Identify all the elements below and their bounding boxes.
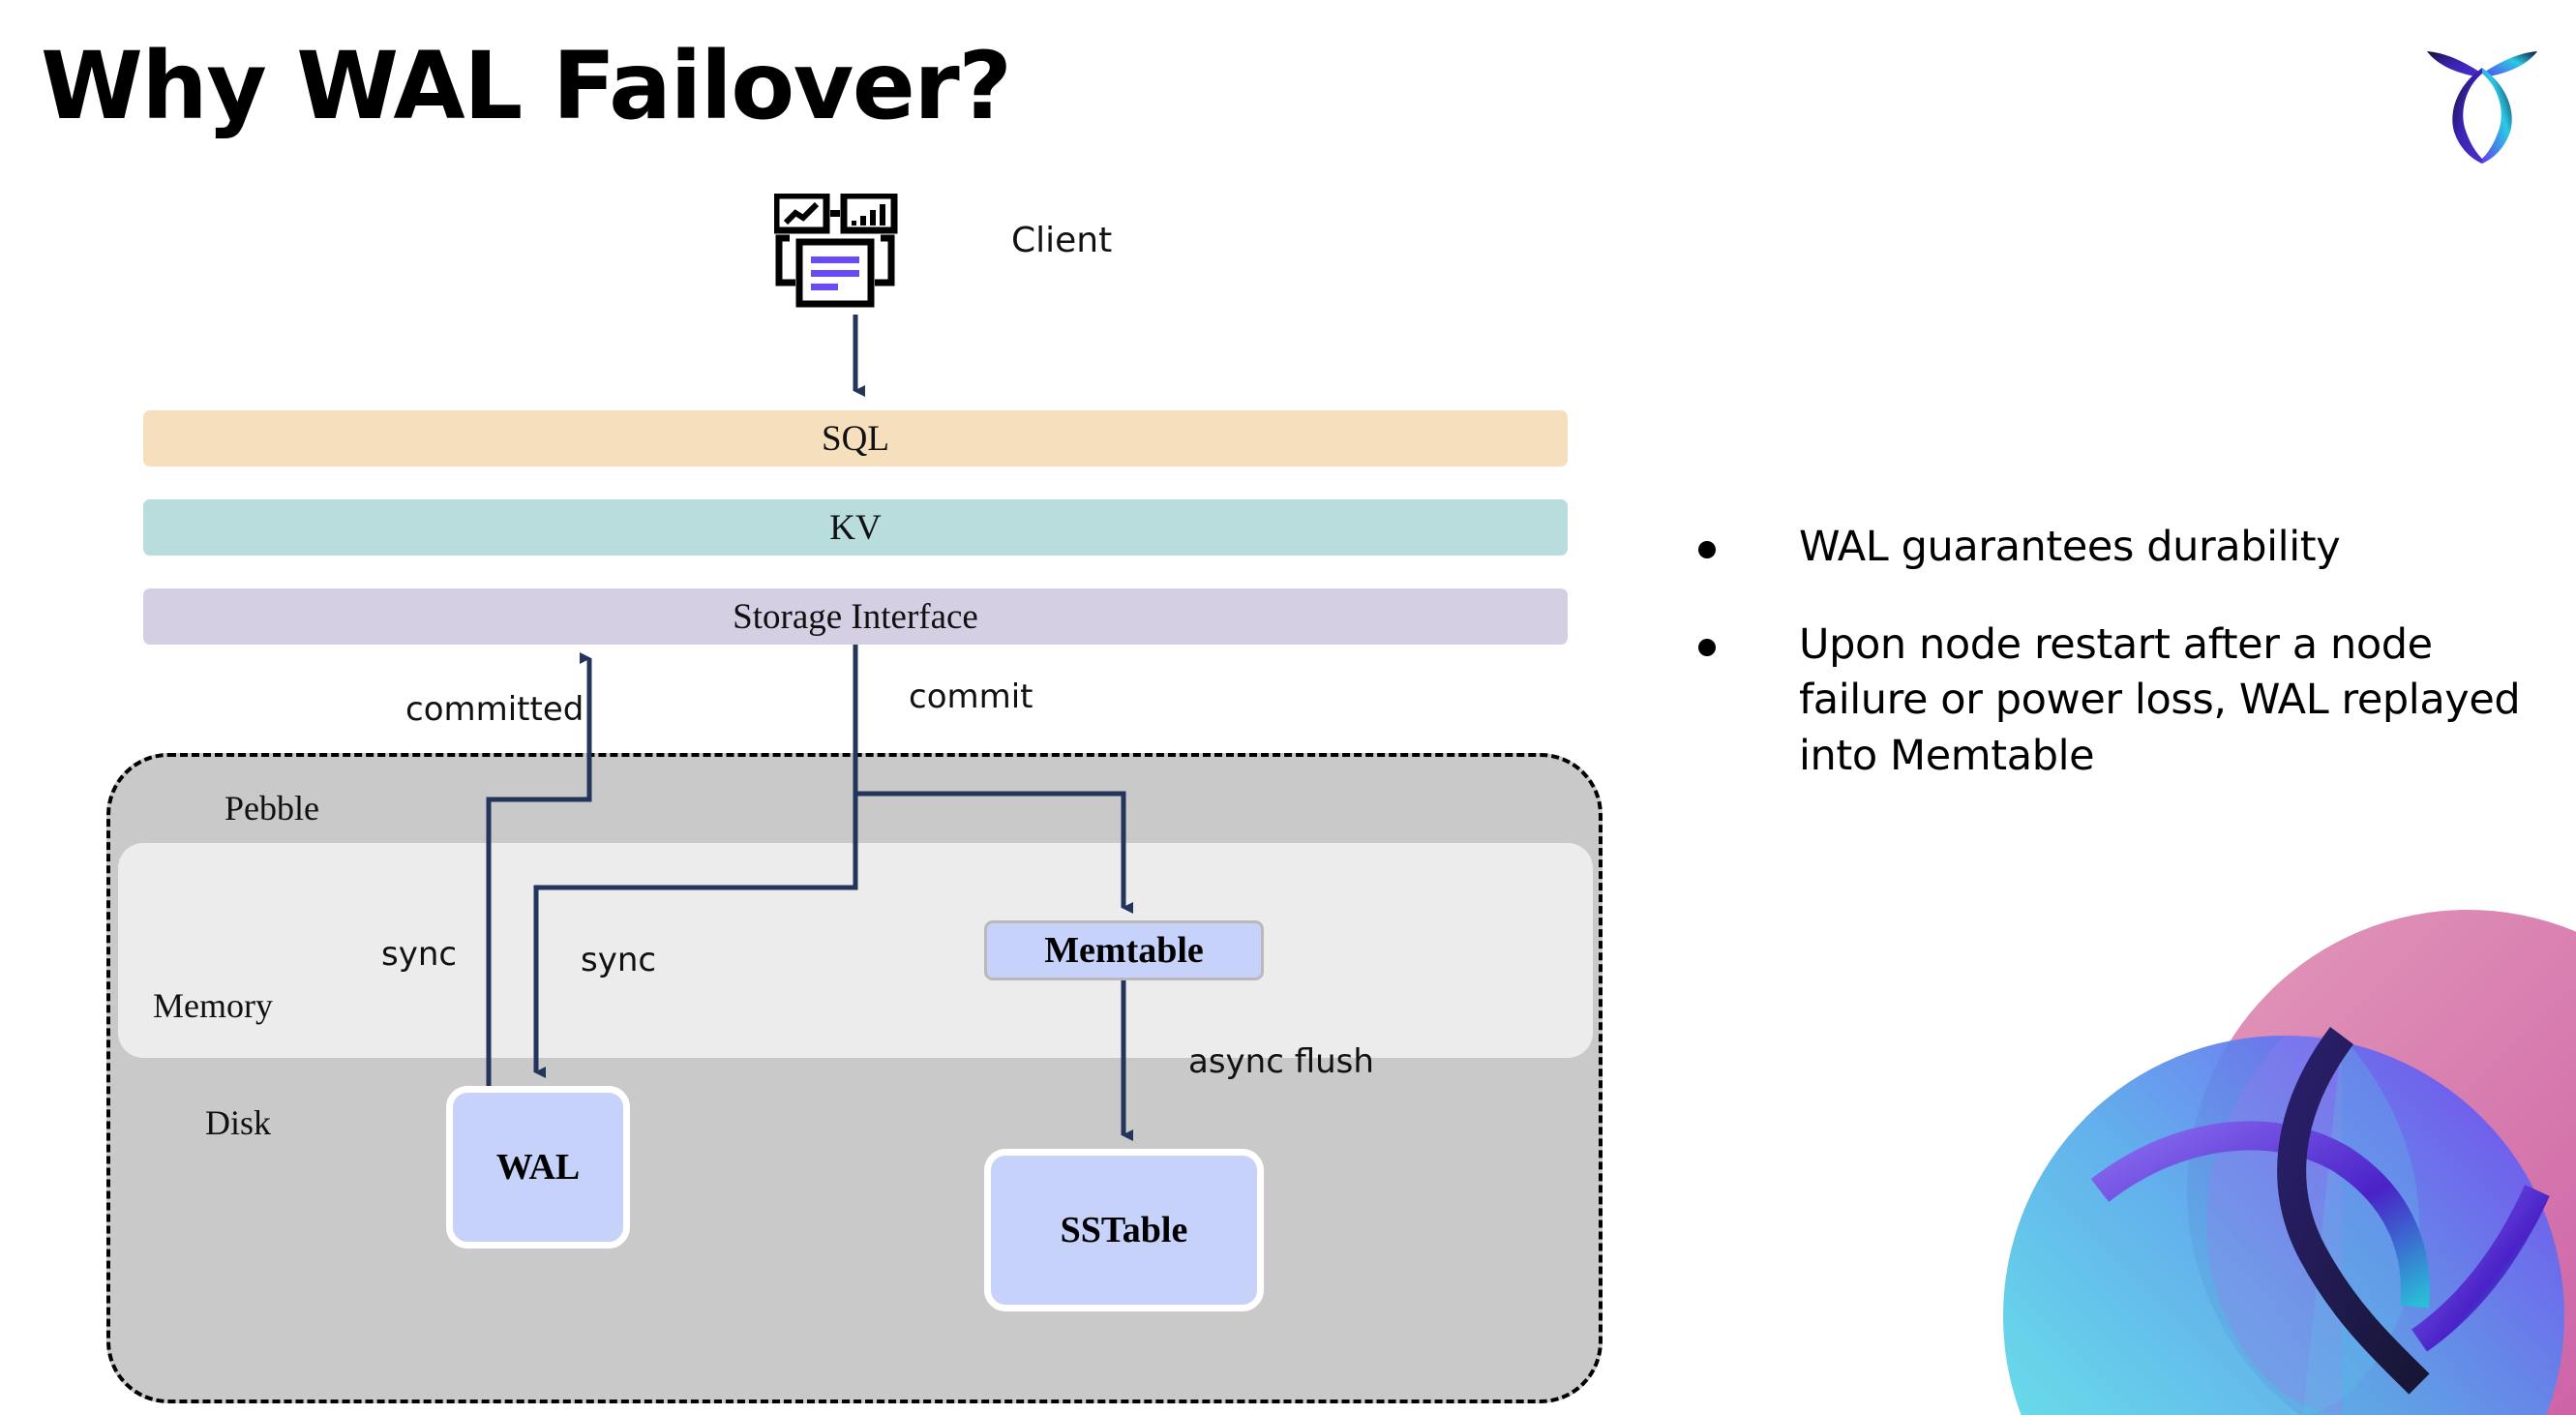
decorative-circles [2003, 910, 2576, 1415]
disk-label: Disk [205, 1103, 272, 1142]
node-wal: WAL [446, 1086, 630, 1249]
node-memtable: Memtable [984, 920, 1264, 980]
edge-label-async-flush: async flush [1188, 1042, 1374, 1081]
edge-label-sync-a: sync [381, 935, 458, 974]
layer-bar-sql: SQL [143, 410, 1568, 467]
client-label: Client [1011, 221, 1113, 260]
list-item: WAL guarantees durability [1698, 520, 2531, 575]
bullet-dot-icon [1698, 541, 1716, 558]
memory-zone [118, 843, 1593, 1058]
edge-label-committed: committed [405, 690, 584, 729]
edge-label-sync-b: sync [581, 941, 657, 979]
bullet-text: Upon node restart after a node failure o… [1799, 620, 2521, 780]
bullet-text: WAL guarantees durability [1799, 523, 2341, 571]
client-dashboard-icon [774, 194, 898, 308]
cockroachdb-logo-icon [2427, 51, 2537, 164]
list-item: Upon node restart after a node failure o… [1698, 617, 2531, 784]
layer-bar-storage: Storage Interface [143, 588, 1568, 645]
memory-label: Memory [153, 986, 273, 1025]
pebble-label: Pebble [225, 789, 319, 828]
node-sstable: SSTable [984, 1149, 1264, 1311]
bullet-dot-icon [1698, 639, 1716, 657]
page-title: Why WAL Failover? [41, 32, 1012, 140]
layer-bar-kv: KV [143, 499, 1568, 556]
bullet-list: WAL guarantees durability Upon node rest… [1698, 520, 2531, 827]
edge-label-commit: commit [909, 677, 1033, 716]
